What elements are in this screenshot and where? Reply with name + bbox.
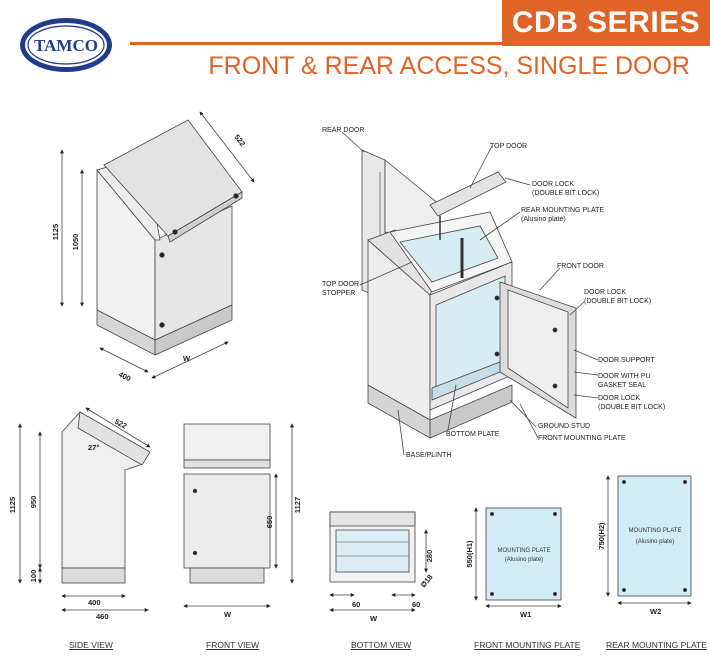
rear-plate-view bbox=[606, 475, 692, 605]
rear-plate-dim-h: 750(H2) bbox=[597, 522, 606, 550]
tamco-logo: TAMCO bbox=[18, 16, 114, 74]
front-view bbox=[183, 423, 294, 608]
label-rear-door: REAR DOOR bbox=[322, 127, 364, 134]
label-base-plinth: BASE/PLINTH bbox=[406, 452, 452, 459]
label-door-lock-1: DOOR LOCK bbox=[532, 181, 574, 188]
caption-rear-mounting-plate: REAR MOUNTING PLATE bbox=[606, 640, 707, 650]
side-dim-950: 950 bbox=[29, 496, 38, 509]
side-dim-angle: 27° bbox=[88, 443, 99, 452]
caption-front-mounting-plate: FRONT MOUNTING PLATE bbox=[474, 640, 581, 650]
side-view bbox=[18, 407, 151, 612]
label-rear-mounting-plate: REAR MOUNTING PLATE bbox=[521, 207, 604, 214]
iso-dim-522: 522 bbox=[232, 133, 247, 148]
iso-dim-1050: 1050 bbox=[71, 234, 80, 251]
front-dim-w: W bbox=[224, 610, 232, 619]
front-dim-650: 650 bbox=[265, 516, 274, 529]
iso-dim-w: W bbox=[183, 354, 191, 363]
caption-bottom-view: BOTTOM VIEW bbox=[351, 640, 412, 650]
label-top-door-stopper: TOP DOOR bbox=[322, 281, 359, 288]
iso-dim-1125: 1125 bbox=[51, 224, 60, 240]
label-rear-mounting-plate-sub: (Alusino plate) bbox=[521, 216, 566, 223]
side-dim-1125: 1125 bbox=[8, 497, 17, 513]
front-plate-title: MOUNTING PLATE bbox=[498, 548, 551, 554]
label-ground-stud: GROUND STUD bbox=[538, 423, 590, 430]
caption-side-view: SIDE VIEW bbox=[69, 640, 113, 650]
bottom-view bbox=[329, 511, 428, 612]
label-door-lock-1b: (DOUBLE BIT LOCK) bbox=[532, 190, 599, 197]
exploded-view bbox=[341, 131, 599, 456]
iso-dim-400: 400 bbox=[117, 370, 132, 384]
label-front-door: FRONT DOOR bbox=[557, 263, 604, 270]
label-top-door: TOP DOOR bbox=[490, 143, 527, 150]
front-plate-sub: (Alusino plate) bbox=[505, 557, 543, 563]
bottom-dim-60-left: 60 bbox=[352, 600, 360, 609]
side-dim-100: 100 bbox=[29, 570, 38, 583]
label-door-pu-b: GASKET SEAL bbox=[598, 382, 646, 389]
header-rule bbox=[130, 42, 502, 45]
label-door-lock-3b: (DOUBLE BIT LOCK) bbox=[598, 404, 665, 411]
label-door-support: DOOR SUPPORT bbox=[598, 357, 655, 364]
front-plate-view bbox=[474, 507, 562, 608]
rear-plate-sub: (Alusino plate) bbox=[636, 539, 674, 545]
label-bottom-plate: BOTTOM PLATE bbox=[446, 431, 500, 438]
side-dim-460: 460 bbox=[96, 612, 109, 621]
bottom-dim-60-right: 60 bbox=[412, 600, 420, 609]
page-subtitle: FRONT & REAR ACCESS, SINGLE DOOR bbox=[208, 52, 690, 80]
front-dim-1127: 1127 bbox=[293, 497, 302, 513]
label-top-door-stopper-b: STOPPER bbox=[322, 290, 355, 297]
iso-view bbox=[60, 111, 255, 379]
label-door-lock-2: DOOR LOCK bbox=[584, 289, 626, 296]
bottom-dim-280: 280 bbox=[425, 550, 434, 563]
rear-plate-dim-w: W2 bbox=[650, 607, 661, 616]
label-front-mounting-plate: FRONT MOUNTING PLATE bbox=[538, 435, 626, 442]
caption-front-view: FRONT VIEW bbox=[206, 640, 260, 650]
side-dim-522: 522 bbox=[113, 417, 128, 431]
label-door-pu: DOOR WITH PU bbox=[598, 373, 651, 380]
label-door-lock-2b: (DOUBLE BIT LOCK) bbox=[584, 298, 651, 305]
logo-text: TAMCO bbox=[34, 36, 98, 55]
front-plate-dim-h: 550(H1) bbox=[465, 540, 474, 568]
side-dim-400: 400 bbox=[88, 598, 101, 607]
series-title: CDB SERIES bbox=[502, 0, 710, 46]
rear-plate-title: MOUNTING PLATE bbox=[629, 528, 682, 534]
bottom-dim-dia: Ø18 bbox=[419, 573, 435, 590]
label-door-lock-3: DOOR LOCK bbox=[598, 395, 640, 402]
front-plate-dim-w: W1 bbox=[520, 610, 531, 619]
bottom-dim-w: W bbox=[370, 614, 378, 623]
